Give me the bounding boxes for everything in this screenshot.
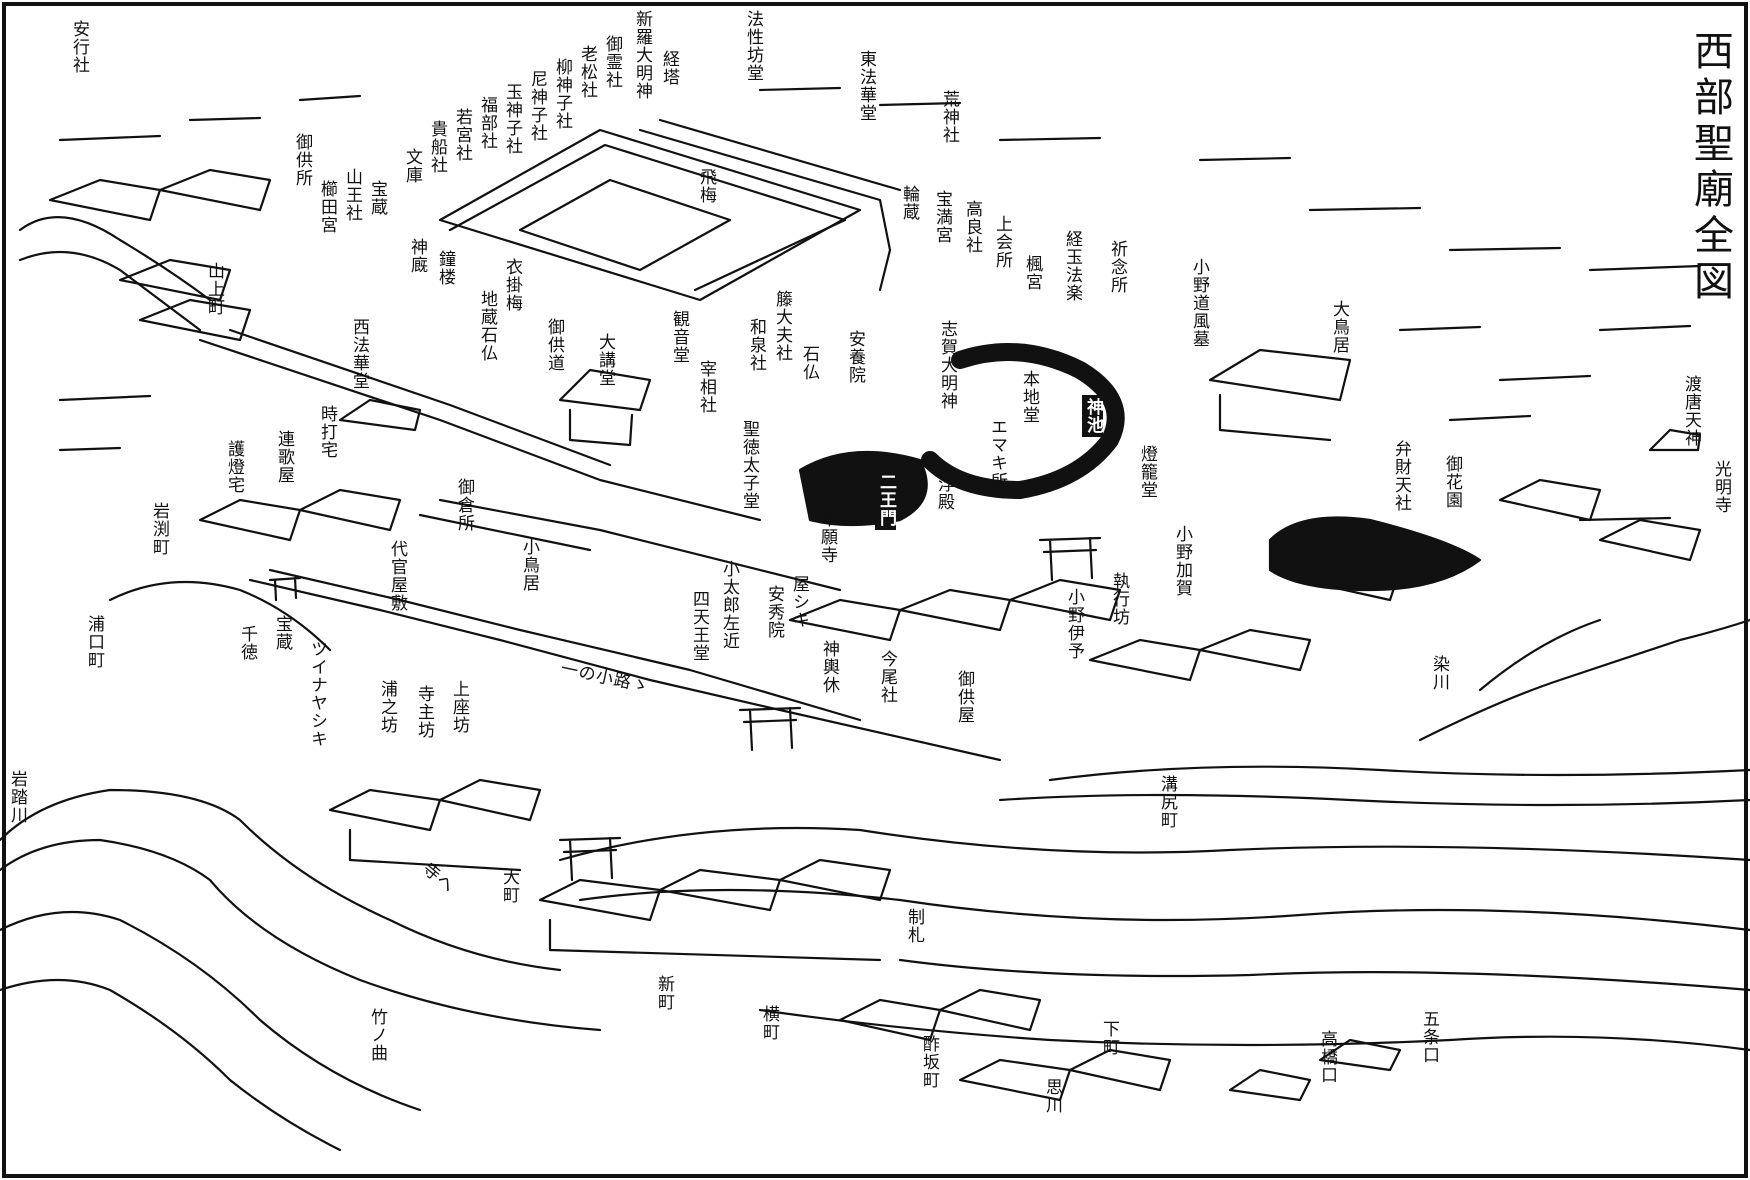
place-label: 貴船社 [427,120,447,174]
place-label: 弁財天社 [1391,440,1411,512]
place-label: 大講堂 [595,333,615,387]
place-label: 大町 [499,868,519,904]
place-label: 籐大夫社 [772,290,792,362]
place-label: 文庫 [402,148,422,184]
place-label: 宝蔵 [367,180,387,216]
place-label: 若宮社 [452,108,472,162]
place-label: 輪蔵 [899,185,919,221]
place-label: 千徳 [237,625,257,661]
place-label: 渡唐天神 [1681,375,1701,447]
place-label: 宰相社 [696,360,716,414]
place-label: 寺主坊 [414,685,434,739]
place-label: 御供所 [292,133,312,187]
place-label: 祈念所 [1107,240,1127,294]
place-label: 溝尻町 [1157,775,1177,829]
place-label: ツイナヤシキ [307,640,327,748]
place-label: 安秀院 [764,585,784,639]
place-label: 聖徳太子堂 [739,420,759,510]
place-label: 御供道 [544,318,564,372]
place-label: 神廐 [407,238,427,274]
place-label: 神輿休 [819,640,839,694]
place-label: 衣掛梅 [502,258,522,312]
place-label: 代官屋敷 [387,540,407,612]
place-label: 本願寺 [817,510,837,564]
place-label: 浮殿 [934,475,954,511]
place-label: 和泉社 [746,318,766,372]
place-label: 連歌屋 [274,430,294,484]
place-label: 横町 [759,1005,779,1041]
place-label: 上座坊 [449,680,469,734]
place-label: 竹ノ曲 [367,1008,387,1062]
place-label: 宝満宮 [932,190,952,244]
place-label: 時打宅 [317,405,337,459]
place-label: 老松社 [577,45,597,99]
place-label: 安養院 [845,330,865,384]
place-label: 小野道風墓 [1189,258,1209,348]
place-label: 東法華堂 [856,50,876,122]
place-label: 小太郎左近 [719,560,739,650]
place-label: 一の小路ゝ [559,658,652,698]
place-label: 安行社 [69,20,89,74]
place-label: 地蔵石仏 [477,290,497,362]
place-label: 五条口 [1419,1010,1439,1064]
place-label: 酢坂町 [919,1035,939,1089]
place-label: 光明寺 [1711,460,1731,514]
place-label: 楓宮 [1022,255,1042,291]
place-label: 山王社 [342,168,362,222]
place-label: 尼神子社 [527,70,547,142]
map-title: 西部聖廟全図 [1687,30,1733,306]
place-label: 寺ヘ [418,858,459,898]
place-label: 御供屋 [954,670,974,724]
place-label: 神池 [1082,395,1103,437]
place-label: 二王門 [875,470,896,530]
place-label: 西法華堂 [349,318,369,390]
place-label: 小野加賀 [1172,525,1192,597]
place-label: 石仏 [799,345,819,381]
place-label: 今尾社 [877,650,897,704]
place-label: 屋シキ [789,575,809,629]
place-label: 玉神子社 [502,83,522,155]
place-label: 新町 [654,975,674,1011]
place-label: 岩踏川 [7,770,27,824]
place-label: 下町 [1099,1020,1119,1056]
place-label: 櫛田宮 [317,180,337,234]
place-label: 上会所 [992,215,1012,269]
place-label: 大鳥居 [1329,300,1349,354]
place-label: 志賀大明神 [937,320,957,410]
place-label: 染川 [1429,655,1449,691]
place-label: 四天王堂 [689,590,709,662]
place-label: 執行坊 [1109,572,1129,626]
place-label: 福部社 [477,96,497,150]
place-label: 浦之坊 [377,680,397,734]
place-label: 燈籠堂 [1137,445,1157,499]
place-label: 浦口町 [84,615,104,669]
place-label: 岩渕町 [149,502,169,556]
place-label: 制札 [904,908,924,944]
place-label: 観音堂 [669,310,689,364]
place-label: 思川 [1042,1078,1062,1114]
place-label: 小野伊予 [1064,588,1084,660]
place-label: 法性坊堂 [743,10,763,82]
place-label: 本地堂 [1019,370,1039,424]
place-label: 山上町 [204,262,224,316]
place-label: 宝蔵 [272,615,292,651]
place-label: 御花園 [1442,455,1462,509]
place-label: 新羅大明神 [632,10,652,100]
place-label: 鐘楼 [435,250,455,286]
place-label: 護燈宅 [224,440,244,494]
place-label: 経玉法楽 [1062,230,1082,302]
place-label: エマキ所 [987,418,1007,490]
place-label: 小鳥居 [519,538,539,592]
place-label: 経塔 [659,50,679,86]
place-label: 御霊社 [602,35,622,89]
place-label: 荒神社 [939,90,959,144]
place-label: 飛梅 [696,168,716,204]
place-label: 柳神子社 [552,58,572,130]
place-label: 御倉所 [454,478,474,532]
place-label: 高良社 [962,200,982,254]
place-label: 高橋口 [1317,1030,1337,1084]
